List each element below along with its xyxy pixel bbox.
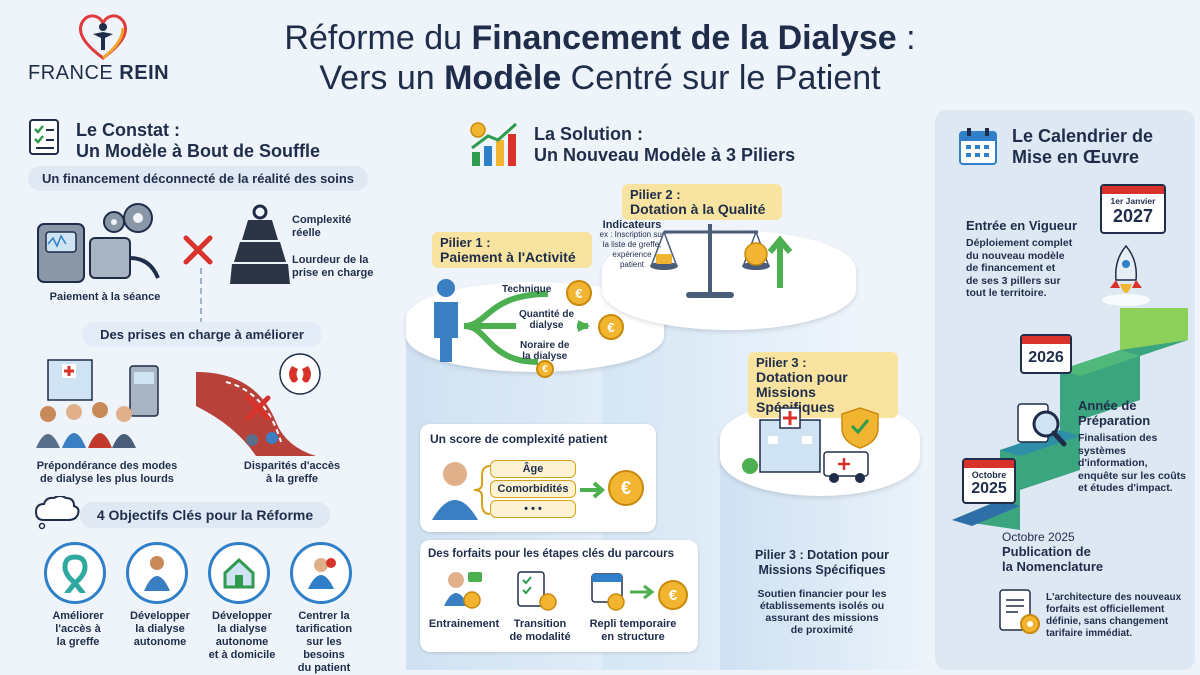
coin-plus-icon: € — [608, 470, 644, 506]
page-title: Réforme du Financement de la Dialyse : V… — [284, 19, 916, 97]
constat-heading: Le Constat : Un Modèle à Bout de Souffle — [76, 120, 321, 161]
coin-icon: € — [658, 580, 688, 610]
road-kidney-icon — [196, 353, 321, 456]
indicateurs-text: Indicateurs ex : Inscription sur la list… — [599, 219, 665, 270]
objectifs-heading: 4 Objectifs Clés pour la Réforme — [80, 502, 330, 528]
paiement-seance-label: Paiement à la séance — [49, 291, 161, 303]
pillar-2-top — [602, 230, 856, 330]
document-gear-icon — [999, 589, 1040, 634]
forfaits-card: Des forfaits pour les étapes clés du par… — [420, 540, 698, 652]
transition-icon — [517, 571, 557, 611]
patient-care-icon — [290, 542, 352, 604]
heart-logo-icon — [79, 14, 127, 60]
forfaits-title: Des forfaits pour les étapes clés du par… — [428, 548, 675, 560]
scale-icon — [650, 224, 793, 298]
calendar-2026: 2026 — [1020, 334, 1072, 374]
constat-pill-prises: Des prises en charge à améliorer — [82, 322, 322, 347]
calendar-2027: 1er Janvier 2027 — [1100, 184, 1166, 234]
patient-icon — [126, 542, 188, 604]
france-rein-logo: FRANCE REIN — [18, 10, 188, 90]
arrow-right-icon — [580, 481, 606, 499]
coin-icon: € — [566, 280, 592, 306]
constat-pill-financement: Un financement déconnecté de la réalité … — [28, 166, 368, 191]
training-icon — [444, 572, 482, 609]
tag-more: • • • — [490, 500, 576, 518]
tag-comorbidites: Comorbidités — [490, 480, 576, 498]
cross-icon — [183, 235, 213, 265]
hospital-patients-icon — [36, 359, 159, 448]
calendar-icon — [959, 128, 997, 165]
checklist-icon — [29, 119, 59, 155]
score-card: Un score de complexité patient Âge Comor… — [420, 424, 656, 532]
home-icon — [208, 542, 270, 604]
pilier-1-label: Pilier 1 : Paiement à l'Activité — [432, 232, 592, 268]
coin-icon: € — [598, 314, 624, 340]
patient-icon — [432, 462, 478, 520]
hospital-ambulance-icon — [742, 407, 879, 483]
bracket-icon — [473, 465, 491, 515]
tag-age: Âge — [490, 460, 576, 478]
growth-chart-icon — [470, 122, 517, 166]
dialysis-machine-icon — [37, 203, 160, 283]
thought-cloud-icon — [34, 496, 80, 530]
forfait-entrainement: Entrainement — [428, 618, 500, 630]
calendar-arrow-icon — [591, 573, 655, 611]
score-title: Un score de complexité patient — [430, 432, 608, 446]
activity-flow-icon — [434, 279, 590, 365]
pilier-2-label: Pilier 2 : Dotation à la Qualité — [622, 184, 782, 220]
calendar-2025: Octobre 2025 — [962, 458, 1016, 504]
ribbon-icon — [44, 542, 106, 604]
p1-technique: Technique — [502, 284, 552, 295]
weight-icon — [230, 204, 290, 284]
solution-heading: La Solution : Un Nouveau Modèle à 3 Pili… — [534, 124, 796, 165]
rocket-icon — [1102, 244, 1150, 306]
coin-icon: € — [536, 360, 554, 378]
connector-line — [200, 268, 202, 324]
calendrier-heading: Le Calendrier de Mise en Œuvre — [1012, 126, 1154, 167]
logo-text: FRANCE REIN — [28, 62, 170, 84]
magnifier-document-icon — [1017, 403, 1067, 447]
pilier-3-label: Pilier 3 : Dotation pour Missions Spécif… — [748, 352, 898, 418]
